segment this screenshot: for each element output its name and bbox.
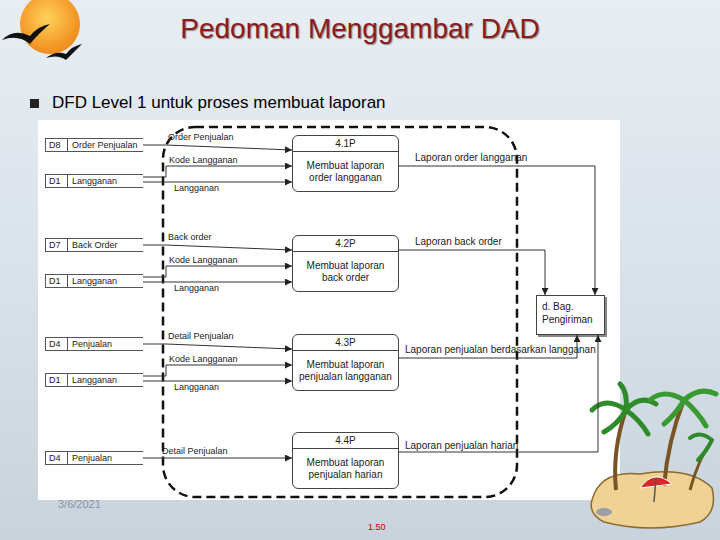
store-name: Order Penjualan xyxy=(68,139,138,151)
process-number: 4.2P xyxy=(293,236,398,252)
data-store: D7Back Order xyxy=(45,238,143,252)
store-name: Langganan xyxy=(68,275,117,287)
process-box: 4.4PMembuat laporan penjualan harian xyxy=(292,432,399,489)
data-flow xyxy=(143,166,292,177)
palm-leaves xyxy=(650,391,716,426)
palm-leaves xyxy=(592,384,656,434)
data-flow xyxy=(143,266,292,277)
palm-leaves xyxy=(690,434,712,460)
page-number: 1.50 xyxy=(368,522,386,532)
data-store: D1Langganan xyxy=(45,274,143,288)
store-id: D4 xyxy=(46,452,68,464)
process-box: 4.3PMembuat laporan penjualan langganan xyxy=(292,334,399,391)
bird-symbol xyxy=(2,24,50,44)
umbrella-pole xyxy=(654,478,656,502)
slide-date: 3/6/2021 xyxy=(58,498,101,510)
bullet-text: DFD Level 1 untuk proses membuat laporan xyxy=(52,93,386,113)
store-name: Penjualan xyxy=(68,338,112,350)
flow-label: Langganan xyxy=(174,382,219,392)
data-flow xyxy=(143,145,292,150)
flow-label: Kode Langganan xyxy=(169,255,238,265)
flow-label: Kode Langganan xyxy=(169,354,238,364)
rock xyxy=(596,508,612,516)
data-flow xyxy=(143,282,292,283)
flow-label: Laporan penjualan harian xyxy=(405,440,518,451)
store-id: D1 xyxy=(46,275,68,287)
slide-title: Pedoman Menggambar DAD xyxy=(0,13,720,45)
data-store: D4Penjualan xyxy=(45,337,143,351)
island-illustration xyxy=(591,384,716,528)
store-name: Langganan xyxy=(68,175,117,187)
flow-label: Laporan order langganan xyxy=(415,152,527,163)
process-number: 4.4P xyxy=(293,433,398,449)
data-store: D4Penjualan xyxy=(45,451,143,465)
data-flow xyxy=(399,250,545,295)
process-name: Membuat laporan order langganan xyxy=(293,152,398,191)
process-name: Membuat laporan penjualan langganan xyxy=(293,351,398,390)
data-store: D1Langganan xyxy=(45,373,143,387)
process-name: Membuat laporan penjualan harian xyxy=(293,449,398,488)
flow-label: Laporan penjualan berdasarkan langganan xyxy=(405,344,596,355)
data-flow xyxy=(143,344,292,349)
entity-name: d. Bag. Pengiriman xyxy=(542,300,599,326)
flow-label: Detail Penjualan xyxy=(162,446,228,456)
data-flow xyxy=(143,182,292,183)
process-name: Membuat laporan back order xyxy=(293,252,398,291)
store-name: Back Order xyxy=(68,239,118,251)
diagram-background xyxy=(38,120,620,500)
bullet-square xyxy=(30,99,39,108)
store-name: Langganan xyxy=(68,374,117,386)
data-flow xyxy=(143,458,292,459)
island-shape xyxy=(591,472,713,528)
store-id: D7 xyxy=(46,239,68,251)
data-store: D8Order Penjualan xyxy=(45,138,143,152)
process-box: 4.1PMembuat laporan order langganan xyxy=(292,135,399,192)
flow-label: Kode Langganan xyxy=(169,155,238,165)
process-number: 4.1P xyxy=(293,136,398,152)
flow-label: Detail Penjualan xyxy=(168,331,234,341)
flow-label: Langganan xyxy=(174,183,219,193)
process-box: 4.2PMembuat laporan back order xyxy=(292,235,399,292)
data-flow xyxy=(399,166,595,295)
bird-symbol xyxy=(46,44,82,60)
external-entity: d. Bag. Pengiriman xyxy=(536,295,605,335)
flow-label: Back order xyxy=(168,232,212,242)
store-id: D1 xyxy=(46,374,68,386)
data-flow xyxy=(143,381,292,382)
store-id: D4 xyxy=(46,338,68,350)
flow-label: Langganan xyxy=(174,283,219,293)
sun-logo xyxy=(20,0,80,54)
data-store: D1Langganan xyxy=(45,174,143,188)
store-name: Penjualan xyxy=(68,452,112,464)
data-flow xyxy=(399,335,598,452)
store-id: D8 xyxy=(46,139,68,151)
flow-label: Laporan back order xyxy=(415,236,502,247)
store-id: D1 xyxy=(46,175,68,187)
process-number: 4.3P xyxy=(293,335,398,351)
flow-label: Order Penjualan xyxy=(168,132,234,142)
data-flow xyxy=(143,365,292,376)
data-flow xyxy=(143,245,292,250)
